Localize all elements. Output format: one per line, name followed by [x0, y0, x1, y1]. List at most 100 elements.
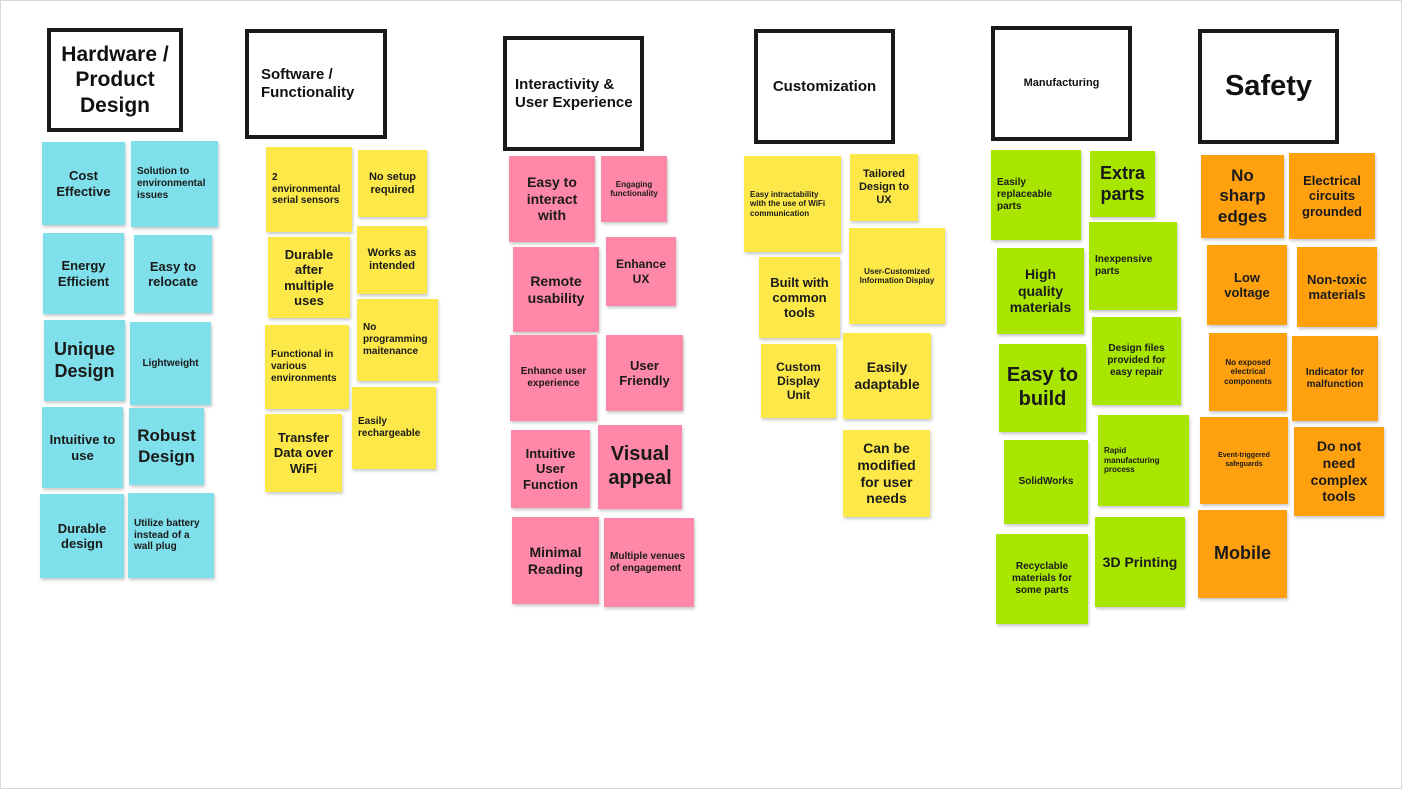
sticky-note[interactable]: Robust Design: [129, 408, 204, 485]
note-text: Remote usability: [527, 272, 585, 306]
sticky-note[interactable]: 3D Printing: [1095, 517, 1185, 607]
sticky-note[interactable]: Intuitive User Function: [511, 430, 590, 508]
sticky-note[interactable]: Design files provided for easy repair: [1092, 317, 1181, 405]
header-label: Customization: [772, 77, 877, 95]
note-text: Durable after multiple uses: [284, 246, 334, 308]
note-text: No exposed electrical components: [1224, 357, 1272, 386]
note-text: Easy to relocate: [148, 258, 198, 289]
sticky-note[interactable]: Easy intractability with the use of WiFi…: [744, 156, 841, 252]
header-label: Manufacturing: [1023, 76, 1100, 89]
note-text: Extra parts: [1099, 162, 1146, 204]
sticky-note[interactable]: Low voltage: [1207, 245, 1287, 325]
sticky-note[interactable]: Durable design: [40, 494, 124, 578]
sticky-note[interactable]: Intuitive to use: [42, 407, 123, 488]
sticky-note[interactable]: Electrical circuits grounded: [1289, 153, 1375, 239]
header-label: Interactivity & User Experience: [515, 75, 633, 111]
note-text: Minimal Reading: [527, 543, 584, 577]
note-text: Custom Display Unit: [776, 359, 821, 403]
note-text: Intuitive User Function: [523, 446, 578, 492]
header-label: Software / Functionality: [261, 66, 355, 101]
sticky-note[interactable]: No exposed electrical components: [1209, 333, 1287, 411]
note-text: SolidWorks: [1018, 476, 1074, 488]
sticky-note[interactable]: SolidWorks: [1004, 440, 1088, 524]
note-text: No programming maitenance: [363, 322, 428, 357]
sticky-note[interactable]: Unique Design: [44, 320, 125, 401]
note-text: Cost Effective: [56, 168, 111, 199]
sticky-note[interactable]: Easy to interact with: [509, 156, 595, 242]
sticky-note[interactable]: Inexpensive parts: [1089, 222, 1177, 310]
sticky-note[interactable]: Minimal Reading: [512, 517, 599, 604]
sticky-note[interactable]: No sharp edges: [1201, 155, 1284, 238]
sticky-note[interactable]: Durable after multiple uses: [268, 237, 350, 318]
sticky-note[interactable]: Functional in various environments: [265, 325, 349, 409]
sticky-note[interactable]: Multiple venues of engagement: [604, 518, 694, 607]
note-text: Mobile: [1214, 543, 1271, 564]
note-text: Easily adaptable: [854, 359, 920, 392]
sticky-note[interactable]: Works as intended: [357, 226, 427, 294]
sticky-note[interactable]: Extra parts: [1090, 151, 1155, 217]
note-text: Intuitive to use: [49, 432, 116, 463]
sticky-note[interactable]: Can be modified for user needs: [843, 430, 930, 517]
sticky-note[interactable]: Cost Effective: [42, 142, 125, 225]
sticky-note[interactable]: Easy to build: [999, 344, 1086, 432]
header-label: Safety: [1224, 70, 1313, 103]
note-text: Transfer Data over WiFi: [273, 430, 334, 476]
sticky-note[interactable]: Visual appeal: [598, 425, 682, 509]
sticky-note[interactable]: Enhance UX: [606, 237, 676, 306]
header-software[interactable]: Software / Functionality: [245, 29, 387, 139]
note-text: Engaging functionality: [610, 179, 658, 198]
note-text: Easily rechargeable: [358, 416, 421, 439]
note-text: Rapid manufacturing process: [1104, 446, 1160, 475]
sticky-note[interactable]: Solution to environmental issues: [131, 141, 218, 227]
note-text: Visual appeal: [608, 443, 672, 489]
sticky-note[interactable]: 2 environmental serial sensors: [266, 147, 352, 232]
sticky-note[interactable]: No setup required: [358, 150, 427, 217]
sticky-note[interactable]: Non-toxic materials: [1297, 247, 1377, 327]
sticky-note[interactable]: Enhance user experience: [510, 335, 597, 421]
sticky-note[interactable]: Rapid manufacturing process: [1098, 415, 1189, 506]
sticky-note[interactable]: User-Customized Information Display: [849, 228, 945, 324]
note-text: Built with common tools: [770, 274, 829, 321]
sticky-note[interactable]: Custom Display Unit: [761, 344, 836, 418]
header-customization[interactable]: Customization: [754, 29, 895, 144]
sticky-note[interactable]: Recyclable materials for some parts: [996, 534, 1088, 624]
sticky-note[interactable]: Mobile: [1198, 510, 1287, 598]
note-text: Unique Design: [54, 339, 115, 381]
sticky-note[interactable]: No programming maitenance: [357, 299, 438, 381]
sticky-note[interactable]: Easy to relocate: [134, 235, 212, 313]
note-text: Solution to environmental issues: [137, 166, 206, 201]
header-interactivity[interactable]: Interactivity & User Experience: [503, 36, 644, 151]
note-text: Easy to interact with: [526, 174, 578, 224]
sticky-note[interactable]: Engaging functionality: [601, 156, 667, 222]
note-text: Enhance UX: [615, 257, 666, 286]
sticky-note[interactable]: High quality materials: [997, 248, 1084, 334]
note-text: Electrical circuits grounded: [1302, 173, 1362, 219]
note-text: Easy intractability with the use of WiFi…: [750, 189, 826, 218]
note-text: Do not need complex tools: [1310, 438, 1368, 505]
sticky-note[interactable]: Indicator for malfunction: [1292, 336, 1378, 421]
note-text: Easy to build: [1006, 364, 1079, 410]
header-label: Hardware / Product Design: [61, 43, 169, 117]
sticky-note[interactable]: Utilize battery instead of a wall plug: [128, 493, 214, 578]
header-safety[interactable]: Safety: [1198, 29, 1339, 144]
sticky-note[interactable]: Energy Efficient: [43, 233, 124, 314]
sticky-note[interactable]: Tailored Design to UX: [850, 154, 918, 221]
sticky-note[interactable]: Remote usability: [513, 247, 599, 332]
sticky-note[interactable]: Easily adaptable: [843, 333, 931, 419]
sticky-note[interactable]: Easily replaceable parts: [991, 150, 1081, 240]
sticky-note[interactable]: Do not need complex tools: [1294, 427, 1384, 516]
sticky-note[interactable]: Lightweight: [130, 322, 211, 405]
sticky-note[interactable]: Event-triggered safeguards: [1200, 417, 1288, 504]
sticky-note[interactable]: Built with common tools: [759, 257, 840, 338]
note-text: Functional in various environments: [271, 349, 337, 384]
note-text: Durable design: [57, 520, 107, 551]
sticky-note[interactable]: Easily rechargeable: [352, 387, 436, 469]
header-manufacturing[interactable]: Manufacturing: [991, 26, 1132, 141]
note-text: User Friendly: [619, 357, 670, 388]
header-hardware[interactable]: Hardware / Product Design: [47, 28, 183, 132]
sticky-note[interactable]: Transfer Data over WiFi: [265, 414, 342, 492]
note-text: Indicator for malfunction: [1305, 366, 1365, 390]
note-text: Design files provided for easy repair: [1107, 343, 1166, 378]
note-text: Enhance user experience: [520, 366, 587, 389]
sticky-note[interactable]: User Friendly: [606, 335, 683, 411]
